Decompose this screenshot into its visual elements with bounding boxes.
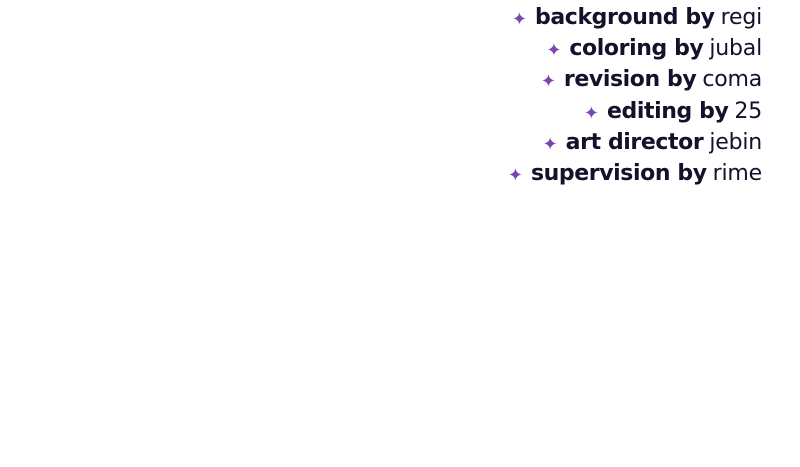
credit-role: supervision by — [530, 161, 707, 187]
credit-name: 25 — [734, 98, 762, 124]
credit-name: jebin — [709, 129, 762, 155]
credit-role: art director — [565, 129, 704, 155]
sparkle-icon: ✦ — [511, 9, 528, 31]
credit-name: regi — [720, 5, 763, 31]
sparkle-icon: ✦ — [542, 133, 558, 155]
credit-line-coloring: ✦ coloring by jubal — [546, 33, 762, 64]
credit-role: background by — [535, 5, 715, 31]
credit-line-revision: ✦ revision by coma — [541, 64, 762, 95]
credit-name: jubal — [709, 36, 762, 62]
credits-list: ✦ background by regi ✦ coloring by jubal… — [508, 2, 762, 189]
credit-role: coloring by — [569, 36, 704, 62]
credit-role: revision by — [563, 67, 697, 93]
credit-line-editing: ✦ editing by 25 — [584, 96, 762, 127]
sparkle-icon: ✦ — [540, 71, 556, 93]
credit-name: rime — [712, 161, 763, 187]
credit-line-supervision: ✦ supervision by rime — [508, 158, 762, 189]
credit-line-background: ✦ background by regi — [512, 2, 762, 33]
sparkle-icon: ✦ — [583, 102, 599, 124]
credit-role: editing by — [606, 98, 729, 124]
credit-line-art-director: ✦ art director jebin — [542, 127, 763, 158]
credit-name: coma — [702, 67, 762, 93]
sparkle-icon: ✦ — [546, 40, 562, 62]
sparkle-icon: ✦ — [507, 165, 523, 187]
